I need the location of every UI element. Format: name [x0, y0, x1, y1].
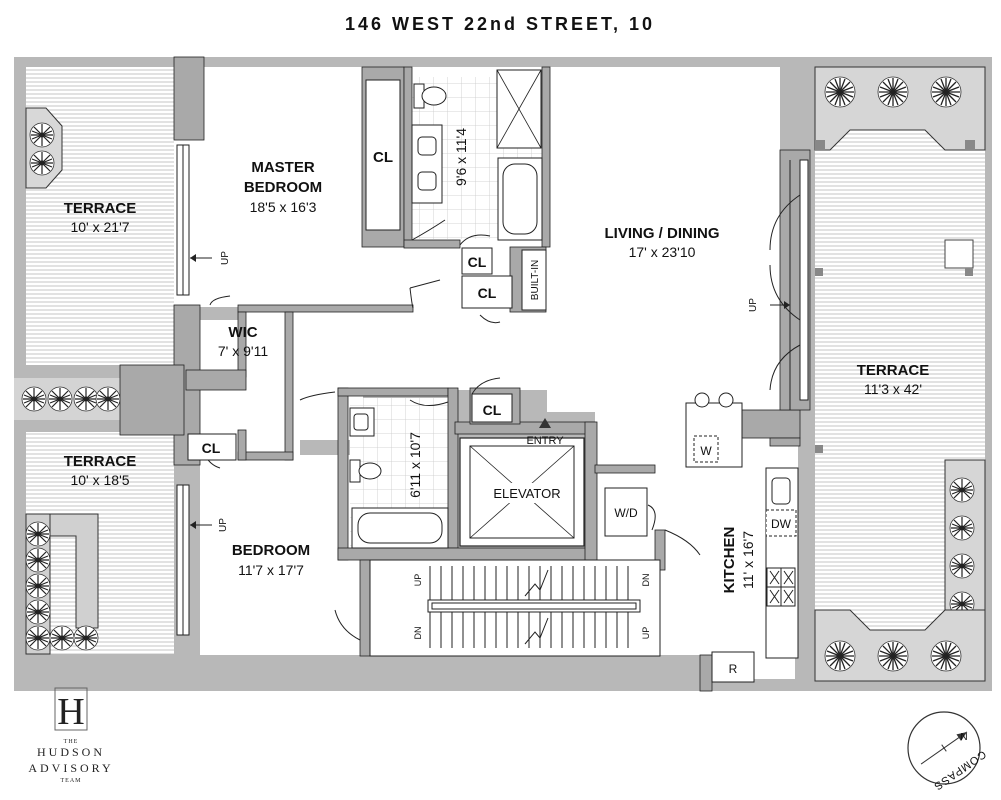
- terrace-nw-name: TERRACE: [64, 200, 137, 217]
- elevator-label: ELEVATOR: [493, 486, 560, 501]
- terrace-e-name: TERRACE: [857, 362, 930, 379]
- entry-closet: [471, 393, 513, 423]
- terrace-sw-dims: 10' x 18'5: [70, 472, 129, 488]
- logo-team: TEAM: [61, 778, 82, 784]
- logo-letter: H: [57, 691, 84, 733]
- bedroom-terrace-up: UP: [218, 518, 229, 532]
- hudson-logo: H THE HUDSON ADVISORY TEAM: [28, 687, 113, 784]
- terrace-e-dims: 11'3 x 42': [864, 381, 922, 397]
- stair-landing-inner: [431, 602, 637, 610]
- terrace-sw-name: TERRACE: [64, 453, 137, 470]
- living-terrace-up: UP: [748, 298, 759, 312]
- refrigerator-label: R: [729, 662, 738, 676]
- bedroom-closet-label: CL: [202, 440, 221, 456]
- living-dims: 17' x 23'10: [629, 244, 696, 260]
- kitchen-name: KITCHEN: [721, 527, 738, 594]
- master-dims: 18'5 x 16'3: [250, 199, 317, 215]
- bedroom-closet: [187, 433, 237, 461]
- washer-dryer-label: W/D: [614, 506, 638, 520]
- kitchen-counter: [765, 467, 799, 659]
- stairs-dn-left: DN: [413, 627, 423, 640]
- master-closet-label: CL: [373, 149, 393, 166]
- hall-closet-1: [461, 247, 493, 275]
- hall-closet-1-label: CL: [468, 254, 487, 270]
- bath1-toilet: [413, 83, 447, 109]
- entry-marker: [539, 418, 551, 428]
- logo-line1: HUDSON: [37, 745, 105, 759]
- kitchen-island: [685, 392, 743, 468]
- wic-name: WIC: [228, 324, 257, 341]
- hall-closet-2: [461, 275, 513, 309]
- dishwasher: [765, 509, 797, 537]
- refrigerator: [711, 651, 755, 683]
- entry-label: ENTRY: [526, 435, 564, 447]
- stairs-dn-right: DN: [641, 574, 651, 587]
- wic-dims: 7' x 9'11: [218, 343, 268, 359]
- compass-n: N: [960, 732, 967, 743]
- master-closet: [365, 79, 401, 231]
- master-name-2: BEDROOM: [244, 179, 322, 196]
- stair-break: [524, 569, 549, 597]
- compass-icon: N COMPASS: [907, 711, 988, 793]
- stair-break: [524, 617, 549, 645]
- builtin-label: BUILT-IN: [530, 260, 541, 300]
- stairs-up-left: UP: [413, 574, 423, 587]
- logo-the: THE: [64, 739, 79, 745]
- dishwasher-label: DW: [771, 517, 792, 531]
- master-terrace-up: UP: [220, 251, 231, 265]
- master-name-1: MASTER: [251, 159, 315, 176]
- bath2-toilet: [349, 459, 382, 483]
- terrace-nw-dims: 10' x 21'7: [70, 219, 129, 235]
- plan-title: 146 WEST 22nd STREET, 10: [345, 14, 655, 34]
- living-name: LIVING / DINING: [604, 225, 719, 242]
- cooktop: [766, 567, 796, 607]
- wine-fridge-label: W: [700, 444, 712, 458]
- terrace-sw-deck: [26, 432, 174, 654]
- kitchen-dims: 11' x 16'7: [740, 531, 756, 589]
- bedroom-name: BEDROOM: [232, 542, 310, 559]
- hall-closet-2-label: CL: [478, 285, 497, 301]
- terrace-nw-planter: [25, 107, 63, 189]
- builtin-cabinet: [521, 249, 547, 311]
- washer-dryer: [604, 487, 648, 537]
- east-french-doors: [769, 159, 809, 410]
- bath1-dims: 9'6 x 11'4: [453, 128, 469, 186]
- bath2-dims: 6'11 x 10'7: [407, 432, 423, 498]
- stairwell: [369, 559, 661, 657]
- stairs-up-right: UP: [641, 627, 651, 640]
- bedroom-dims: 11'7 x 17'7: [238, 562, 304, 578]
- west-window-doors: [176, 144, 190, 636]
- entry-closet-label: CL: [483, 402, 502, 418]
- logo-line2: ADVISORY: [28, 761, 113, 775]
